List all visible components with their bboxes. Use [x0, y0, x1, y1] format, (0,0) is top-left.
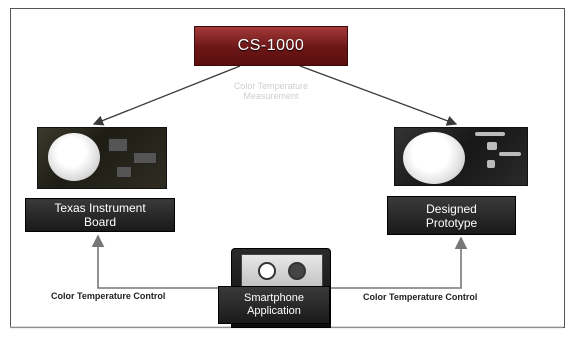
led-lamp — [403, 132, 465, 184]
board-chip — [116, 166, 132, 178]
measurement-caption-line2: Measurement — [243, 91, 299, 101]
cs1000-label: CS-1000 — [237, 37, 305, 54]
left-control-label: Color Temperature Control — [51, 291, 166, 301]
ti-board-photo — [37, 127, 167, 189]
measurement-caption: Color Temperature Measurement — [206, 81, 336, 101]
designed-prototype-node: Designed Prototype — [387, 196, 516, 235]
prototype-label-line2: Prototype — [425, 215, 478, 230]
app-icon — [258, 262, 276, 280]
arrow-control-right — [329, 236, 468, 289]
prototype-label-strip — [499, 152, 521, 156]
prototype-label-line1: Designed — [426, 201, 477, 216]
app-icon — [288, 262, 306, 280]
led-lamp — [48, 133, 100, 181]
ti-board-label-line1: Texas Instrument — [54, 201, 146, 215]
frame-shadow — [10, 326, 563, 330]
right-control-label: Color Temperature Control — [363, 292, 478, 302]
prototype-button — [487, 160, 495, 168]
measurement-caption-line1: Color Temperature — [233, 81, 309, 91]
arrow-control-left — [91, 234, 231, 289]
smartphone-application-node: Smartphone Application — [218, 286, 330, 324]
ti-board-label-line2: Board — [83, 215, 117, 229]
prototype-label-strip — [475, 132, 505, 136]
smartphone-label-line2: Application — [247, 305, 301, 317]
board-chip — [108, 138, 128, 152]
arrow-to-board — [92, 65, 241, 126]
cs1000-node: CS-1000 — [194, 26, 348, 66]
board-chip — [133, 152, 157, 164]
arrow-to-prototype — [299, 65, 458, 126]
smartphone-label-line1: Smartphone — [244, 292, 304, 304]
texas-instrument-board-node: Texas Instrument Board — [25, 198, 175, 232]
prototype-photo — [394, 127, 528, 186]
phone-screen — [241, 254, 323, 292]
prototype-button — [487, 142, 497, 150]
